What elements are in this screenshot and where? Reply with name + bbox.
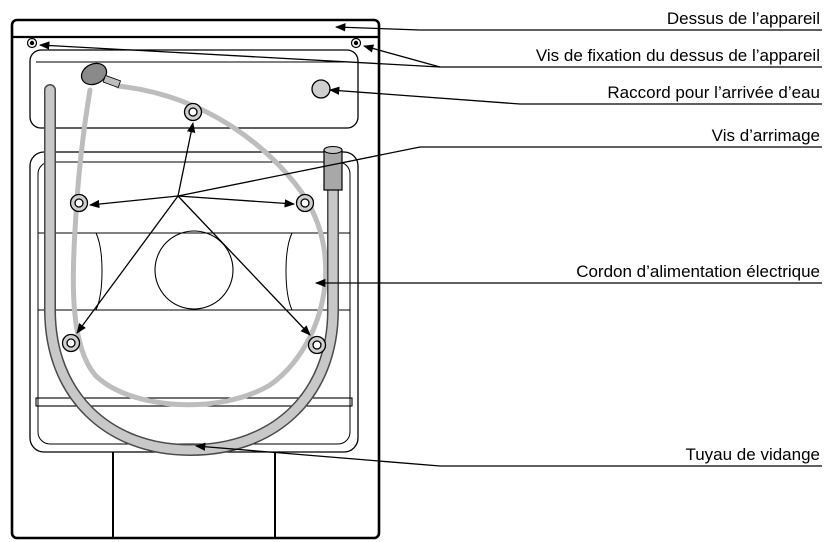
label-drain-hose: Tuyau de vidange	[685, 445, 820, 464]
water-inlet-connector	[311, 79, 331, 99]
appliance-body	[10, 18, 381, 540]
transport-bolts	[61, 102, 327, 355]
label-water-inlet: Raccord pour l’arrivée d’eau	[607, 83, 820, 102]
label-top: Dessus de l’appareil	[667, 9, 820, 28]
label-power-cord: Cordon d’alimentation électrique	[576, 262, 820, 281]
power-cord	[70, 62, 329, 408]
label-transport-bolts: Vis d’arrimage	[712, 126, 820, 145]
drain-hose	[44, 84, 343, 457]
hose-end-icon	[323, 149, 343, 191]
callout-labels: Dessus de l’appareil Vis de fixation du …	[536, 9, 820, 464]
leader-lines	[38, 23, 822, 467]
top-fixing-screws	[26, 37, 362, 49]
plug-icon	[80, 62, 108, 86]
label-top-screws: Vis de fixation du dessus de l’appareil	[536, 46, 820, 65]
